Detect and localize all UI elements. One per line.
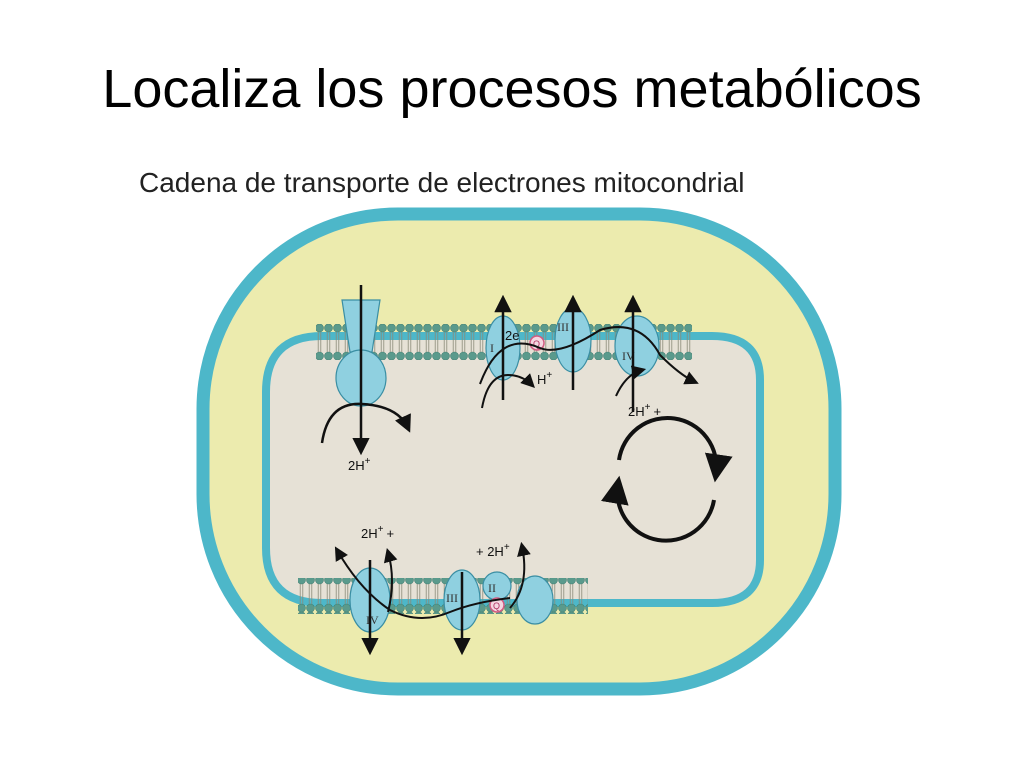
electron-path-bottom [334,546,511,620]
label-2h-top-right: 2H++ [628,402,661,419]
quinone-top-label: Q [533,339,540,349]
label-2e: 2e [505,328,519,343]
complex-ii-label: II [488,581,496,595]
label-h-top-mid: H+ [537,370,552,387]
h-arrow-bottom-left [383,547,398,613]
cycle-arrows [600,416,733,543]
complex-ii-bottom: II [482,571,512,601]
diagram-subtitle: Cadena de transporte de electrones mitoc… [139,167,744,198]
label-2h-synthase: 2H+ [348,456,371,473]
h-arrow-top [481,373,535,409]
complex-iv-bottom-label: IV [366,613,379,627]
complex-iv-top: IV [614,315,660,377]
complex-iii-bottom-label: III [446,591,458,605]
quinone-bottom-label: Q [493,601,500,611]
h-arrow-top-2 [615,365,647,397]
complex-iii-top-label: III [557,320,569,334]
label-2h-bottom-mid: + 2H+ [476,542,510,559]
slide-title: Localiza los procesos metabólicos [102,59,922,119]
electron-path-top [479,326,699,385]
h-arrow-bottom-mid [509,541,531,609]
complex-iv-top-label: IV [622,349,635,363]
atp-synthase [320,285,411,456]
complex-i-label: I [490,341,494,355]
synthase-bottom [516,575,554,625]
quinone-bottom: Q [489,597,505,613]
label-2h-bottom-left: 2H++ [361,524,394,541]
